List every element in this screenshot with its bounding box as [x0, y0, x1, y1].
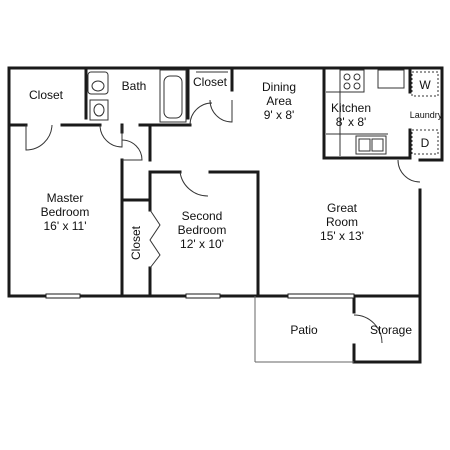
closet-bath-label: Closet: [193, 75, 228, 89]
sliding-door: [287, 293, 355, 299]
great-size: 15' x 13': [320, 229, 364, 243]
kitchen-label: Kitchen: [331, 101, 371, 115]
bath-label: Bath: [122, 79, 147, 93]
master-label: Master: [47, 191, 84, 205]
kitchen-fixtures: [326, 69, 439, 156]
dryer-icon: [411, 129, 439, 155]
second-label: Second: [182, 209, 223, 223]
stove-icon: [339, 69, 365, 93]
bath-fixtures: [87, 69, 228, 123]
dryer-label: D: [421, 136, 430, 150]
doors: [25, 99, 421, 344]
closet-second-label: Closet: [129, 225, 143, 260]
laundry-label: Laundry: [410, 110, 443, 120]
closet-master-label: Closet: [29, 88, 64, 102]
storage-label: Storage: [370, 323, 412, 337]
dining-size: 9' x 8': [264, 108, 295, 122]
dining-label-2: Area: [266, 94, 292, 108]
room-labels: Closet Bath Closet Dining Area 9' x 8' K…: [29, 75, 443, 337]
second-label-2: Bedroom: [178, 223, 227, 237]
washer-label: W: [419, 78, 431, 92]
master-label-2: Bedroom: [41, 205, 90, 219]
great-label: Great: [327, 201, 358, 215]
kitchen-size: 8' x 8': [336, 115, 367, 129]
master-size: 16' x 11': [43, 219, 86, 233]
washer-icon: [411, 71, 439, 97]
great-label-2: Room: [326, 215, 358, 229]
patio-outline: [254, 296, 354, 363]
dining-label: Dining: [262, 80, 296, 94]
windows: [45, 293, 355, 299]
second-size: 12' x 10': [180, 237, 224, 251]
refrigerator-icon: [377, 69, 405, 89]
patio-label: Patio: [290, 323, 318, 337]
